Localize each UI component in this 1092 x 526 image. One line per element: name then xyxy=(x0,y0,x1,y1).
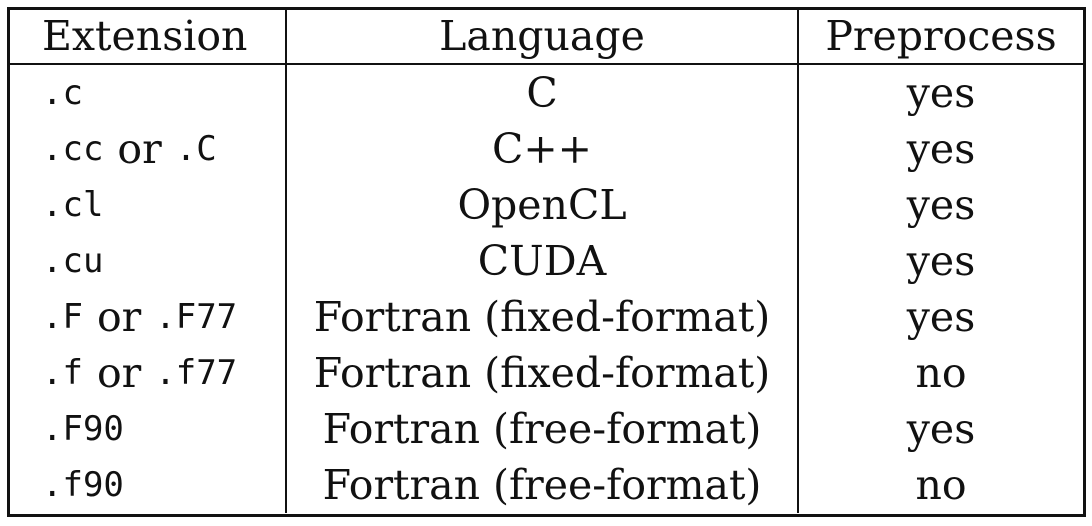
extension-code-alt: .F77 xyxy=(155,297,238,337)
extension-code: .F xyxy=(42,297,83,337)
extension-code-alt: .f77 xyxy=(155,353,238,393)
preprocess-cell: yes xyxy=(906,236,976,285)
language-cell: C xyxy=(287,65,799,121)
preprocess-cell: no xyxy=(915,460,967,509)
extension-code: .cc xyxy=(42,129,104,169)
language-cell: Fortran (fixed-format) xyxy=(287,289,799,345)
header-preprocess: Preprocess xyxy=(799,10,1083,65)
preprocess-cell: yes xyxy=(906,404,976,453)
extension-code: .cl xyxy=(42,185,104,225)
language-cell: CUDA xyxy=(287,233,799,289)
file-extension-table: Extension Language Preprocess .c C yes .… xyxy=(7,7,1086,517)
language-cell: OpenCL xyxy=(287,177,799,233)
language-cell: Fortran (fixed-format) xyxy=(287,345,799,401)
extension-or: or xyxy=(96,292,142,341)
extension-code: .c xyxy=(42,73,83,113)
extension-cell: .cl xyxy=(10,177,287,233)
extension-code: .cu xyxy=(42,241,104,281)
language-cell: Fortran (free-format) xyxy=(287,457,799,513)
language-cell: Fortran (free-format) xyxy=(287,401,799,457)
extension-or: or xyxy=(96,348,142,397)
preprocess-cell: yes xyxy=(906,68,976,117)
extension-cell: .F90 xyxy=(10,401,287,457)
preprocess-cell: yes xyxy=(906,124,976,173)
preprocess-cell: yes xyxy=(906,292,976,341)
extension-code: .f xyxy=(42,353,83,393)
extension-cell: .cc or .C xyxy=(10,121,287,177)
extension-code: .f90 xyxy=(42,465,124,505)
extension-cell: .f90 xyxy=(10,457,287,513)
extension-cell: .c xyxy=(10,65,287,121)
extension-cell: .f or .f77 xyxy=(10,345,287,401)
extension-code: .F90 xyxy=(42,409,124,449)
preprocess-cell: no xyxy=(915,348,967,397)
header-language: Language xyxy=(287,10,799,65)
extension-cell: .F or .F77 xyxy=(10,289,287,345)
extension-or: or xyxy=(117,124,162,173)
header-extension: Extension xyxy=(10,10,287,65)
language-cell: C++ xyxy=(287,121,799,177)
extension-cell: .cu xyxy=(10,233,287,289)
preprocess-cell: yes xyxy=(906,180,976,229)
extension-code-alt: .C xyxy=(175,129,217,169)
